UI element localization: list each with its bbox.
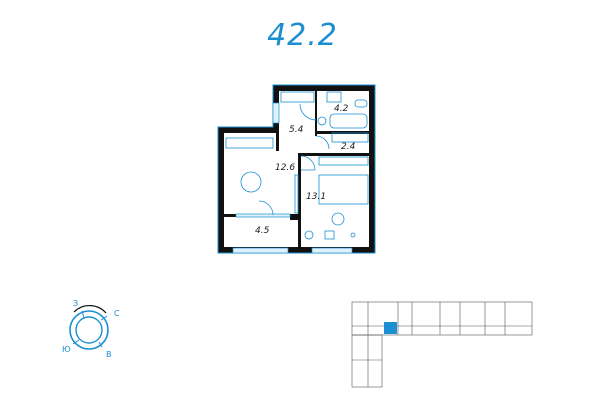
- room-area-bedroom: 13.1: [306, 192, 326, 202]
- compass-north: С: [114, 309, 120, 318]
- room-area-storage: 2.4: [341, 142, 356, 152]
- room-area-kitchen: 12.6: [275, 163, 295, 173]
- room-area-bathroom: 4.2: [334, 104, 349, 114]
- wardrobe-icon: [280, 91, 315, 103]
- lamp-icon: [350, 232, 356, 238]
- room-area-hallway: 5.4: [289, 125, 304, 135]
- dining-table-icon: [240, 171, 262, 193]
- sink-icon: [326, 91, 342, 103]
- toilet-icon: [354, 99, 368, 108]
- chair-icon: [331, 212, 345, 226]
- total-area-title: 42.2: [267, 18, 338, 53]
- highlighted-apartment: [384, 322, 397, 334]
- compass-west: З: [73, 299, 78, 308]
- bathtub-icon: [329, 113, 368, 129]
- armchair-icon: [324, 230, 335, 240]
- washer-icon: [317, 116, 327, 126]
- fixtures: [225, 91, 369, 240]
- bed-icon: [318, 174, 369, 205]
- compass-east: В: [106, 350, 112, 359]
- tv-unit-icon: [294, 174, 299, 214]
- compass: З С Ю В: [62, 299, 120, 359]
- compass-south: Ю: [62, 345, 71, 354]
- plant-icon: [304, 230, 314, 240]
- walls: [217, 84, 376, 254]
- building-key-plan: [351, 301, 533, 388]
- windows: [232, 102, 353, 254]
- dresser-icon: [318, 156, 369, 166]
- room-area-balcony: 4.5: [255, 226, 270, 236]
- kitchen-counter-icon: [225, 137, 274, 149]
- door-arc: [299, 103, 317, 121]
- storage-shelves-icon: [331, 132, 369, 143]
